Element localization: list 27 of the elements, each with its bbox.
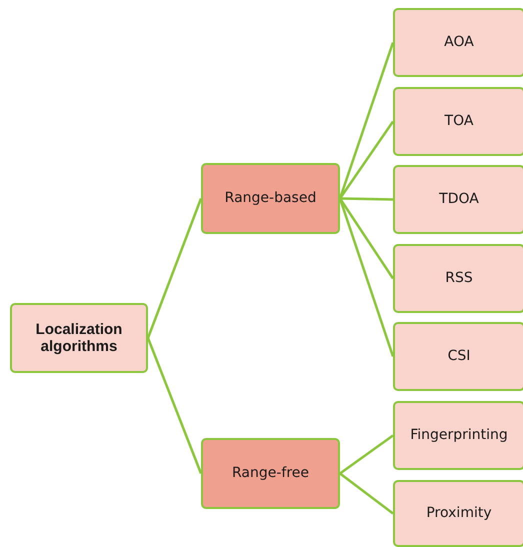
connector-line	[339, 472, 394, 514]
method-box	[393, 87, 523, 156]
node-label: Range-free	[232, 465, 310, 482]
method-box	[393, 401, 523, 470]
node-label: Fingerprinting	[410, 427, 508, 444]
node-label: CSI	[448, 348, 470, 365]
node-label: TOA	[444, 113, 474, 130]
node-label: AOA	[444, 34, 474, 51]
node-label: Range-based	[224, 190, 316, 207]
connector-line	[146, 198, 202, 338]
node-label: Localization algorithms	[34, 320, 124, 356]
node-label: RSS	[445, 270, 473, 287]
method-box	[393, 244, 523, 313]
method-box	[393, 165, 523, 234]
method-box	[393, 8, 523, 77]
category-box	[10, 303, 148, 373]
connector-line	[146, 338, 202, 474]
category-box	[201, 163, 340, 234]
connector-line	[339, 434, 394, 475]
node-label: Proximity	[426, 505, 492, 522]
connector-line	[340, 197, 394, 201]
node-label: TDOA	[439, 191, 479, 208]
connector-line	[338, 198, 394, 280]
connector-line	[338, 120, 394, 200]
method-box	[393, 480, 523, 547]
category-box	[201, 438, 340, 509]
method-box	[393, 322, 523, 391]
